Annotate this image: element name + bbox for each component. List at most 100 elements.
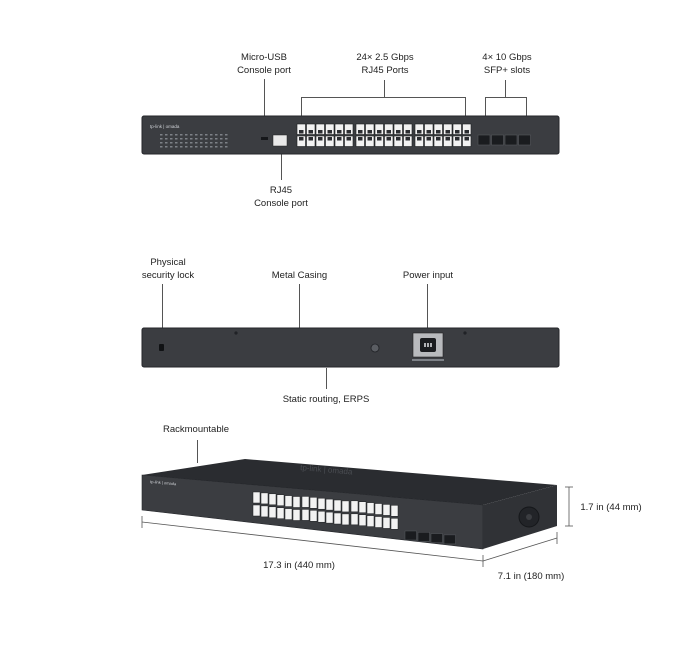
status-led xyxy=(165,146,168,148)
rj45-port-clip xyxy=(337,137,342,141)
rj45-port xyxy=(452,135,462,147)
bracket-rj45-l xyxy=(301,97,302,121)
bracket-sfp-r xyxy=(526,97,527,121)
status-led xyxy=(205,142,208,144)
rj45-port xyxy=(366,515,375,527)
callout-metal-casing: Metal Casing xyxy=(271,270,328,281)
sfp-slot xyxy=(491,134,504,146)
leader-static-routing xyxy=(326,368,327,389)
dim-width-line xyxy=(141,521,484,562)
status-led xyxy=(180,134,183,136)
status-led xyxy=(215,142,218,144)
rj45-port-clip xyxy=(405,137,410,141)
rj45-port xyxy=(325,498,334,511)
power-pin-right xyxy=(430,343,432,347)
sfp-slot xyxy=(477,134,491,146)
bracket-sfp-l xyxy=(485,97,486,121)
leader-security-lock xyxy=(162,284,163,344)
status-led xyxy=(165,142,168,144)
status-led xyxy=(195,142,198,144)
bracket-sfp-c xyxy=(505,80,506,97)
status-led xyxy=(195,138,198,140)
callout-static-routing: Static routing, ERPS xyxy=(282,394,370,405)
rj45-port xyxy=(276,507,285,519)
status-led xyxy=(160,134,163,136)
sfp-slot xyxy=(404,530,417,541)
rj45-port-clip xyxy=(445,137,450,141)
rj45-port-clip xyxy=(299,130,304,134)
rj45-port xyxy=(374,503,383,515)
status-led xyxy=(210,138,213,140)
rj45-port xyxy=(382,517,391,529)
rj45-port xyxy=(333,512,342,525)
front-sfp-slots xyxy=(477,134,531,146)
rj45-port xyxy=(306,123,316,135)
rj45-port-clip xyxy=(417,137,422,141)
rj45-port xyxy=(452,123,462,135)
rj45-port xyxy=(317,510,326,523)
rj45-port-clip xyxy=(358,130,363,134)
leader-rj45-console xyxy=(281,148,282,180)
sfp-slot xyxy=(417,532,430,542)
rj45-port xyxy=(325,123,335,135)
status-led xyxy=(170,146,173,148)
callout-security-lock: Physical security lock xyxy=(141,257,195,281)
rj45-port xyxy=(390,505,399,517)
status-led xyxy=(170,134,173,136)
rj45-port xyxy=(260,492,269,505)
rj45-port xyxy=(390,518,399,530)
rj45-port-clip xyxy=(426,137,431,141)
rj45-port xyxy=(284,495,293,507)
angled-top-face xyxy=(142,459,557,505)
callout-power-input: Power input xyxy=(402,270,454,281)
status-led xyxy=(210,146,213,148)
rj45-port xyxy=(325,511,334,524)
status-led xyxy=(200,142,203,144)
rear-security-slot xyxy=(159,344,164,351)
rj45-port xyxy=(252,491,261,504)
rj45-port-clip xyxy=(346,130,351,134)
rj45-port xyxy=(296,123,306,135)
rj45-port xyxy=(292,496,301,508)
rj45-port xyxy=(393,135,403,147)
rj45-port xyxy=(306,135,316,147)
status-led xyxy=(195,146,198,148)
callout-sfp-slots: 4× 10 Gbps SFP+ slots xyxy=(482,52,532,76)
rj45-port xyxy=(433,123,443,135)
front-rj45-ports xyxy=(296,123,472,147)
rj45-console-port xyxy=(272,134,288,147)
rj45-port xyxy=(296,135,306,147)
bracket-rj45-r xyxy=(465,97,466,121)
front-status-leds xyxy=(160,134,228,148)
rj45-port-clip xyxy=(346,137,351,141)
status-led xyxy=(225,138,228,140)
rj45-port xyxy=(344,135,354,147)
power-rating-label xyxy=(412,359,444,361)
status-led xyxy=(185,142,188,144)
rj45-port xyxy=(334,123,344,135)
rj45-port-clip xyxy=(337,130,342,134)
rj45-port xyxy=(355,123,365,135)
leader-metal-casing xyxy=(299,284,300,328)
rj45-port-clip xyxy=(327,130,332,134)
status-led xyxy=(220,134,223,136)
status-led xyxy=(185,146,188,148)
status-led xyxy=(185,134,188,136)
callout-rj45-console: RJ45 Console port xyxy=(254,185,308,209)
rj45-port-clip xyxy=(417,130,422,134)
status-led xyxy=(175,146,178,148)
rj45-port xyxy=(325,135,335,147)
rj45-port xyxy=(350,513,359,526)
rj45-port xyxy=(443,123,453,135)
status-led xyxy=(165,138,168,140)
rj45-port xyxy=(433,135,443,147)
power-pin-mid xyxy=(427,343,429,347)
status-led xyxy=(165,134,168,136)
sfp-slot xyxy=(430,533,443,543)
rj45-port xyxy=(443,135,453,147)
status-led xyxy=(180,142,183,144)
status-led xyxy=(225,134,228,136)
rj45-port xyxy=(424,135,434,147)
